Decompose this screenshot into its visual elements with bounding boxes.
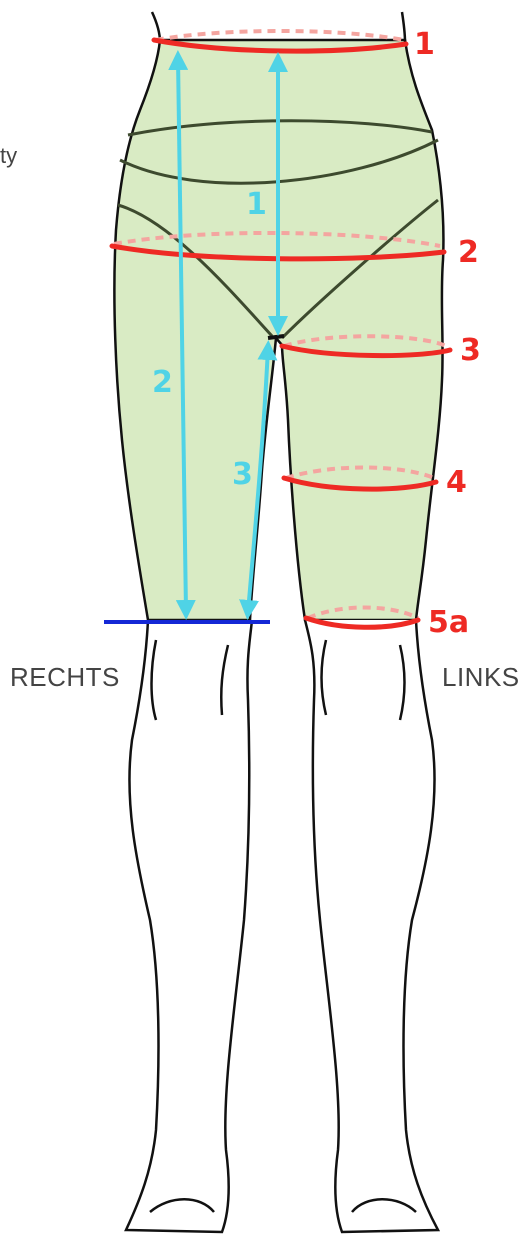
length-label-1: 1 — [246, 187, 267, 222]
length-label-2: 2 — [152, 365, 173, 400]
side-label-right: RECHTS — [10, 662, 120, 693]
side-label-left: LINKS — [442, 662, 520, 693]
lower-leg-right — [126, 620, 252, 1232]
circumference-label-2: 2 — [458, 235, 479, 270]
crotch-seam — [268, 336, 284, 338]
circumference-label-3: 3 — [460, 333, 481, 368]
length-label-3: 3 — [232, 457, 253, 492]
circumference-label-5a: 5a — [428, 605, 469, 640]
torso-outline-left — [402, 12, 405, 42]
circumference-label-4: 4 — [446, 465, 467, 500]
circumference-label-1: 1 — [414, 27, 435, 62]
